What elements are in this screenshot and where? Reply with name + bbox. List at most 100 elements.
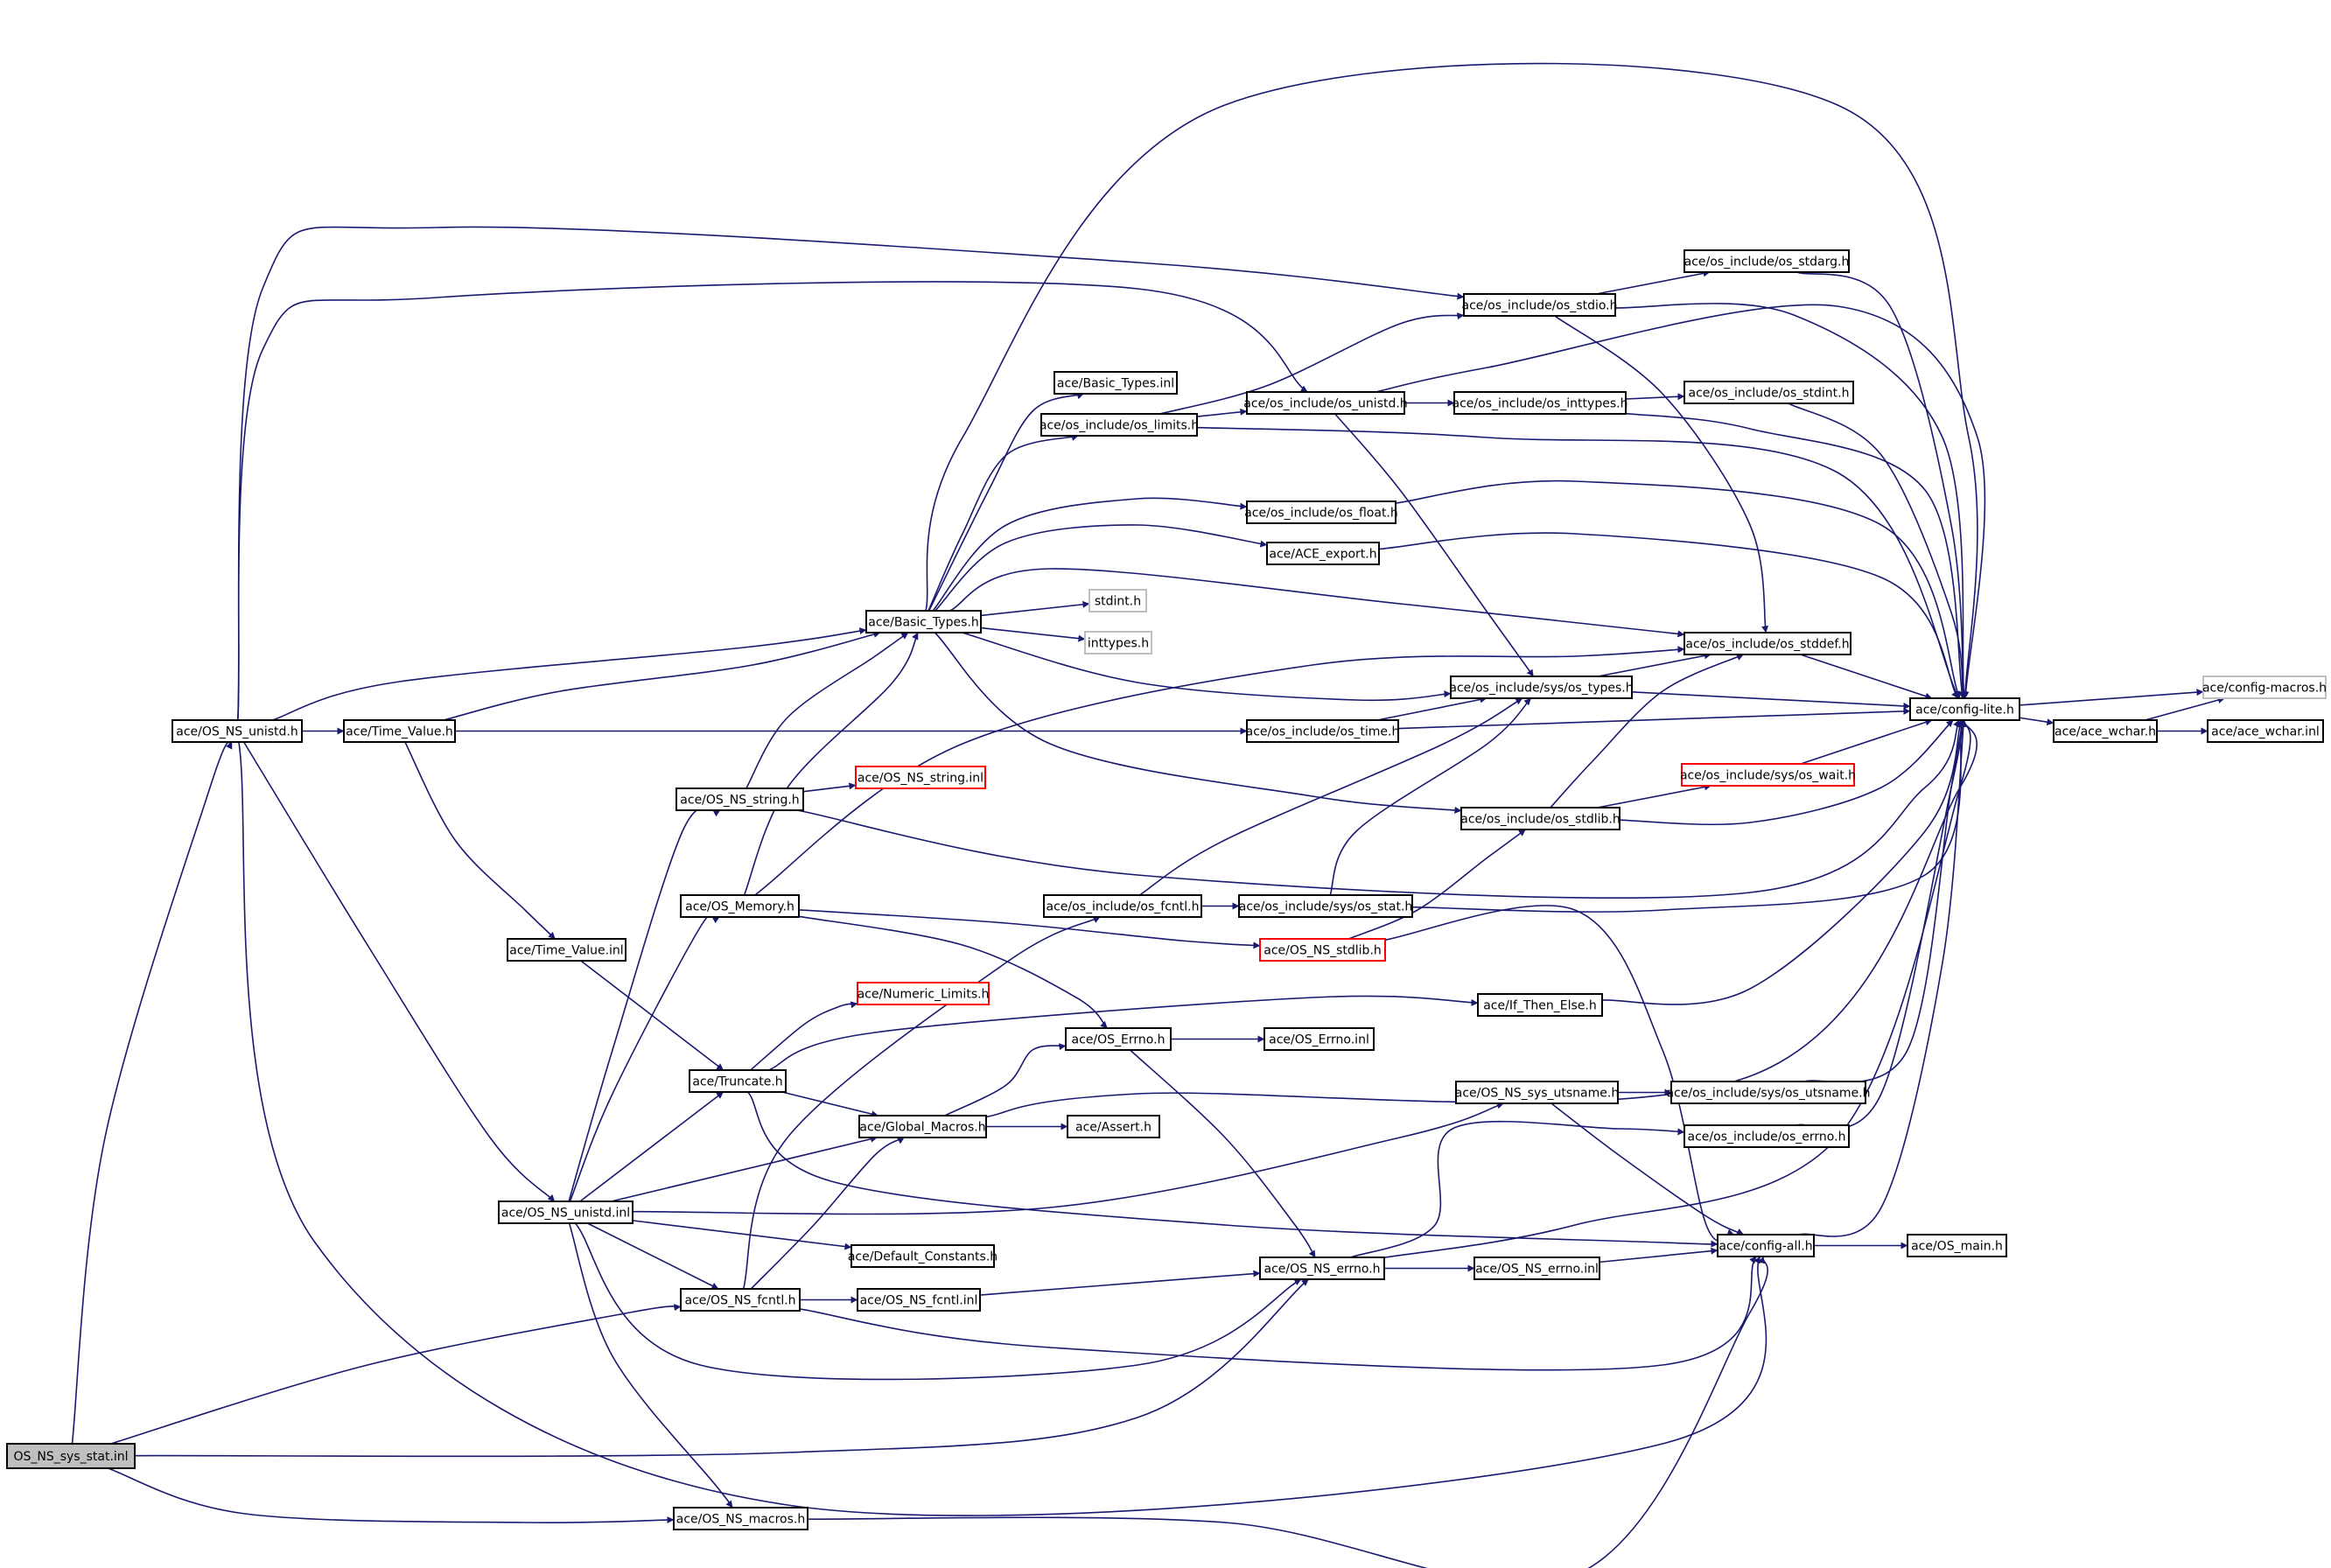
edge-sys_os_wait-to-config_lite <box>1800 718 1933 765</box>
node-ns_fcntl_inl[interactable]: ace/OS_NS_fcntl.inl <box>857 1288 981 1312</box>
node-label: ace/os_include/os_errno.h <box>1688 1130 1846 1144</box>
node-basic_types_inl[interactable]: ace/Basic_Types.inl <box>1054 371 1178 395</box>
node-label: ace/OS_NS_unistd.h <box>176 725 298 739</box>
node-ns_fcntl_h[interactable]: ace/OS_NS_fcntl.h <box>680 1288 801 1312</box>
node-label: ace/OS_NS_errno.h <box>1264 1263 1380 1277</box>
node-assert[interactable]: ace/Assert.h <box>1067 1115 1160 1138</box>
edge-os_stdlib-to-config_lite <box>1619 719 1954 826</box>
node-default_constants[interactable]: ace/Default_Constants.h <box>848 1244 998 1268</box>
node-label: ace/OS_NS_macros.h <box>676 1513 805 1527</box>
node-ns_unistd_inl[interactable]: ace/OS_NS_unistd.inl <box>498 1200 634 1224</box>
node-label: ace/os_include/os_stdio.h <box>1462 299 1618 313</box>
node-os_inttypes[interactable]: ace/os_include/os_inttypes.h <box>1452 391 1628 415</box>
node-box <box>2053 719 2158 743</box>
edge-os_time-to-sys_os_types <box>1376 696 1488 721</box>
node-ns_macros[interactable]: ace/OS_NS_macros.h <box>673 1507 808 1530</box>
node-label: ace/os_include/os_inttypes.h <box>1452 397 1628 411</box>
edge-os_unistd-to-sys_os_types <box>1334 413 1535 677</box>
node-sys_os_utsname[interactable]: ace/os_include/sys/os_utsname.h <box>1666 1081 1871 1104</box>
edge-ns_fcntl_h-to-global_macros <box>750 1137 905 1290</box>
node-sys_os_wait[interactable]: ace/os_include/sys/os_wait.h <box>1680 763 1856 787</box>
node-ns_string_inl[interactable]: ace/OS_NS_string.inl <box>855 766 986 789</box>
edge-ns_unistd_inl-to-truncate <box>579 1091 724 1202</box>
node-root[interactable]: OS_NS_sys_stat.inl <box>6 1443 136 1469</box>
node-box <box>850 1244 995 1268</box>
edge-ns_fcntl_h-to-config_all <box>799 1256 1757 1371</box>
node-os_main[interactable]: ace/OS_main.h <box>1907 1234 2007 1257</box>
node-ace_wchar_h[interactable]: ace/ace_wchar.h <box>2053 719 2158 743</box>
node-os_float[interactable]: ace/os_include/os_float.h <box>1244 500 1398 524</box>
edge-config_lite-to-ace_wchar_h <box>2019 717 2054 726</box>
node-label: ace/Time_Value.inl <box>509 944 623 958</box>
node-ns_string_h[interactable]: ace/OS_NS_string.h <box>676 788 804 811</box>
node-label: ace/OS_Errno.h <box>1072 1033 1166 1047</box>
edge-ns_sys_utsname-to-config_all <box>1550 1102 1744 1236</box>
node-os_unistd[interactable]: ace/os_include/os_unistd.h <box>1243 391 1408 415</box>
node-os_stddef[interactable]: ace/os_include/os_stddef.h <box>1684 632 1852 655</box>
node-box <box>1238 894 1413 918</box>
node-stdint[interactable]: stdint.h <box>1088 589 1147 612</box>
node-box <box>680 894 800 918</box>
node-label: ace/Numeric_Limits.h <box>858 988 990 1002</box>
node-os_limits[interactable]: ace/os_include/os_limits.h <box>1040 413 1199 437</box>
edge-os_stdio-to-config_lite <box>1614 303 1967 699</box>
node-os_fcntl_inc[interactable]: ace/os_include/os_fcntl.h <box>1043 894 1202 918</box>
node-time_value_inl[interactable]: ace/Time_Value.inl <box>507 938 626 962</box>
node-global_macros[interactable]: ace/Global_Macros.h <box>858 1115 987 1138</box>
edge-basic_types_h-to-stdint <box>980 600 1090 617</box>
node-label: ace/OS_NS_fcntl.inl <box>860 1294 978 1308</box>
edge-os_inttypes-to-os_stdint <box>1625 393 1685 401</box>
node-ns_stdlib[interactable]: ace/OS_NS_stdlib.h <box>1259 938 1386 962</box>
node-numeric_limits[interactable]: ace/Numeric_Limits.h <box>857 982 990 1005</box>
node-box <box>1264 1027 1375 1051</box>
edge-os_stdlib-to-sys_os_wait <box>1597 783 1712 808</box>
edge-ns_unistd_inl-to-ns_sys_utsname <box>632 1102 1504 1215</box>
node-ns_errno_h[interactable]: ace/OS_NS_errno.h <box>1259 1256 1385 1280</box>
node-label: ace/OS_NS_string.h <box>680 794 799 808</box>
node-label: ace/ace_wchar.inl <box>2211 725 2320 739</box>
node-label: OS_NS_sys_stat.inl <box>13 1450 128 1464</box>
node-os_stdio[interactable]: ace/os_include/os_stdio.h <box>1462 293 1618 317</box>
node-label: ace/OS_NS_unistd.inl <box>501 1207 630 1221</box>
node-config_all[interactable]: ace/config-all.h <box>1717 1234 1815 1257</box>
node-inttypes[interactable]: inttypes.h <box>1084 631 1152 654</box>
node-os_errno_inl[interactable]: ace/OS_Errno.inl <box>1264 1027 1375 1051</box>
node-label: ace/os_include/os_stdlib.h <box>1460 813 1620 827</box>
node-label: ace/os_include/os_float.h <box>1244 507 1398 521</box>
node-if_then_else[interactable]: ace/If_Then_Else.h <box>1477 993 1603 1017</box>
edge-truncate-to-numeric_limits <box>750 1001 858 1071</box>
node-os_memory[interactable]: ace/OS_Memory.h <box>680 894 800 918</box>
node-os_errno_h[interactable]: ace/OS_Errno.h <box>1065 1027 1172 1051</box>
edge-unistd_h-to-config_all <box>238 741 1768 1516</box>
edge-ns_string_h-to-config_lite <box>797 719 1960 899</box>
node-time_value_h[interactable]: ace/Time_Value.h <box>343 719 456 743</box>
node-basic_types_h[interactable]: ace/Basic_Types.h <box>865 610 982 634</box>
edge-ns_unistd_inl-to-ns_errno_h <box>574 1222 1302 1381</box>
node-truncate[interactable]: ace/Truncate.h <box>689 1069 787 1093</box>
edge-os_stdio-to-os_stdarg <box>1596 270 1711 295</box>
node-ns_sys_utsname[interactable]: ace/OS_NS_sys_utsname.h <box>1455 1081 1619 1104</box>
edge-os_stddef-to-config_lite <box>1800 654 1933 700</box>
edge-unistd_h-to-os_unistd <box>237 281 1308 721</box>
node-os_stdint[interactable]: ace/os_include/os_stdint.h <box>1684 381 1854 404</box>
node-sys_os_stat[interactable]: ace/os_include/sys/os_stat.h <box>1238 894 1413 918</box>
node-label: ace/Global_Macros.h <box>859 1121 985 1135</box>
node-unistd_h[interactable]: ace/OS_NS_unistd.h <box>172 719 303 743</box>
node-ace_export[interactable]: ace/ACE_export.h <box>1266 542 1380 565</box>
node-label: ace/Basic_Types.h <box>868 616 978 630</box>
node-os_errno_inc[interactable]: ace/os_include/os_errno.h <box>1684 1124 1850 1148</box>
node-label: ace/os_include/os_unistd.h <box>1243 397 1407 411</box>
node-label: ace/os_include/sys/os_stat.h <box>1239 900 1413 914</box>
node-sys_os_types[interactable]: ace/os_include/sys/os_types.h <box>1449 676 1634 699</box>
node-ace_wchar_inl[interactable]: ace/ace_wchar.inl <box>2207 719 2324 743</box>
node-ns_errno_inl[interactable]: ace/OS_NS_errno.inl <box>1474 1256 1600 1280</box>
node-os_time[interactable]: ace/os_include/os_time.h <box>1246 719 1400 743</box>
node-config_lite[interactable]: ace/config-lite.h <box>1909 697 2020 721</box>
node-config_macros[interactable]: ace/config-macros.h <box>2202 676 2327 699</box>
edge-ns_errno_h-to-os_errno_inc <box>1350 1120 1685 1258</box>
edge-os_limits-to-config_lite <box>1196 426 1960 699</box>
edge-basic_types_h-to-os_float <box>932 497 1248 612</box>
node-os_stdarg[interactable]: ace/os_include/os_stdarg.h <box>1684 249 1850 273</box>
node-os_stdlib[interactable]: ace/os_include/os_stdlib.h <box>1460 807 1620 830</box>
